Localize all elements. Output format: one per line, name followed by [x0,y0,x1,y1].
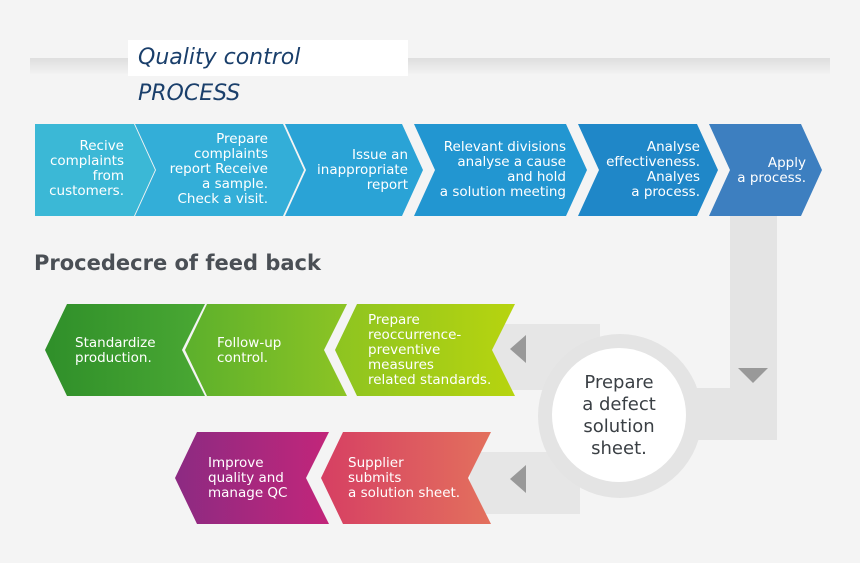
connector-path [680,216,777,440]
process-step-5-label: Analyse effectiveness. Analyes a process… [606,139,700,200]
arrow-left-icon-2 [510,465,526,493]
page-title: Quality control PROCESS [128,40,408,106]
feedback-followup-label: Follow-up control. [217,335,282,366]
center-circle [552,348,686,482]
process-chevron-2 [135,124,304,216]
feedback-supplier-label: Supplier submits a solution sheet. [348,455,461,501]
process-chevron-3 [285,124,423,216]
arrow-left-icon [510,335,526,363]
feedback-chevron-improve [175,432,329,524]
process-step-3-label: Issue an inappropriate report [317,147,408,193]
feedback-chevron-prepare [335,304,515,396]
arrow-down-icon [738,368,768,383]
process-chevron-4 [414,124,587,216]
process-chevron-5 [578,124,718,216]
process-chevron-1 [35,124,155,216]
section-subtitle: Procedecre of feed back [34,251,321,275]
process-step-1-label: Recive complaints from customers. [49,138,124,199]
feedback-chevron-supplier [321,432,491,524]
process-step-4-label: Relevant divisions analyse a cause and h… [439,139,566,200]
process-chevron-6 [709,124,822,216]
feedback-chevron-standardize [45,304,205,396]
process-step-6-label: Apply a process. [737,155,806,186]
feedback-chevron-followup [185,304,347,396]
feedback-prepare-label: Prepare reoccurrence- preventive measure… [368,312,492,388]
process-step-2-label: Prepare complaints report Receive a samp… [169,131,268,207]
feedback-standardize-label: Standardize production. [75,335,156,366]
feedback-improve-label: Improve quality and manage QC [208,455,288,501]
center-circle-label: Prepare a defect solution sheet. [582,372,656,459]
